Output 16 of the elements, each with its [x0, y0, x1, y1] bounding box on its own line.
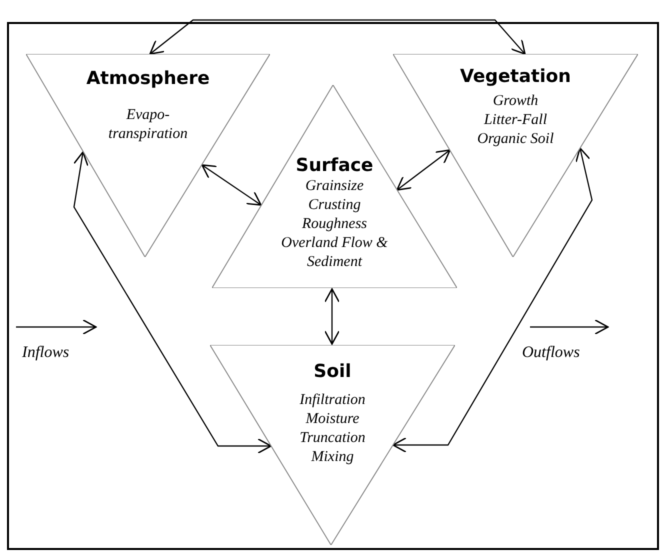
flow-label: Inflows [22, 344, 70, 362]
arrow [149, 19, 526, 55]
process-list: Growth Litter-Fall Organic Soil [472, 92, 558, 149]
process-list: Infiltration Moisture Truncation Mixing [282, 391, 382, 467]
arrow [396, 149, 451, 191]
heading: Vegetation [460, 66, 571, 87]
arrow [73, 151, 272, 454]
arrow [392, 147, 593, 453]
arrow [201, 164, 262, 206]
flow-label: Outflows [522, 344, 580, 362]
arrow [324, 288, 340, 345]
process-list: Grainsize Crusting Roughness Overland Flow & Sediment [278, 177, 390, 272]
heading: Atmosphere [86, 68, 210, 89]
heading: Surface [296, 155, 374, 176]
heading: Soil [314, 361, 352, 382]
process-list: Evapo- transpiration [88, 106, 208, 144]
